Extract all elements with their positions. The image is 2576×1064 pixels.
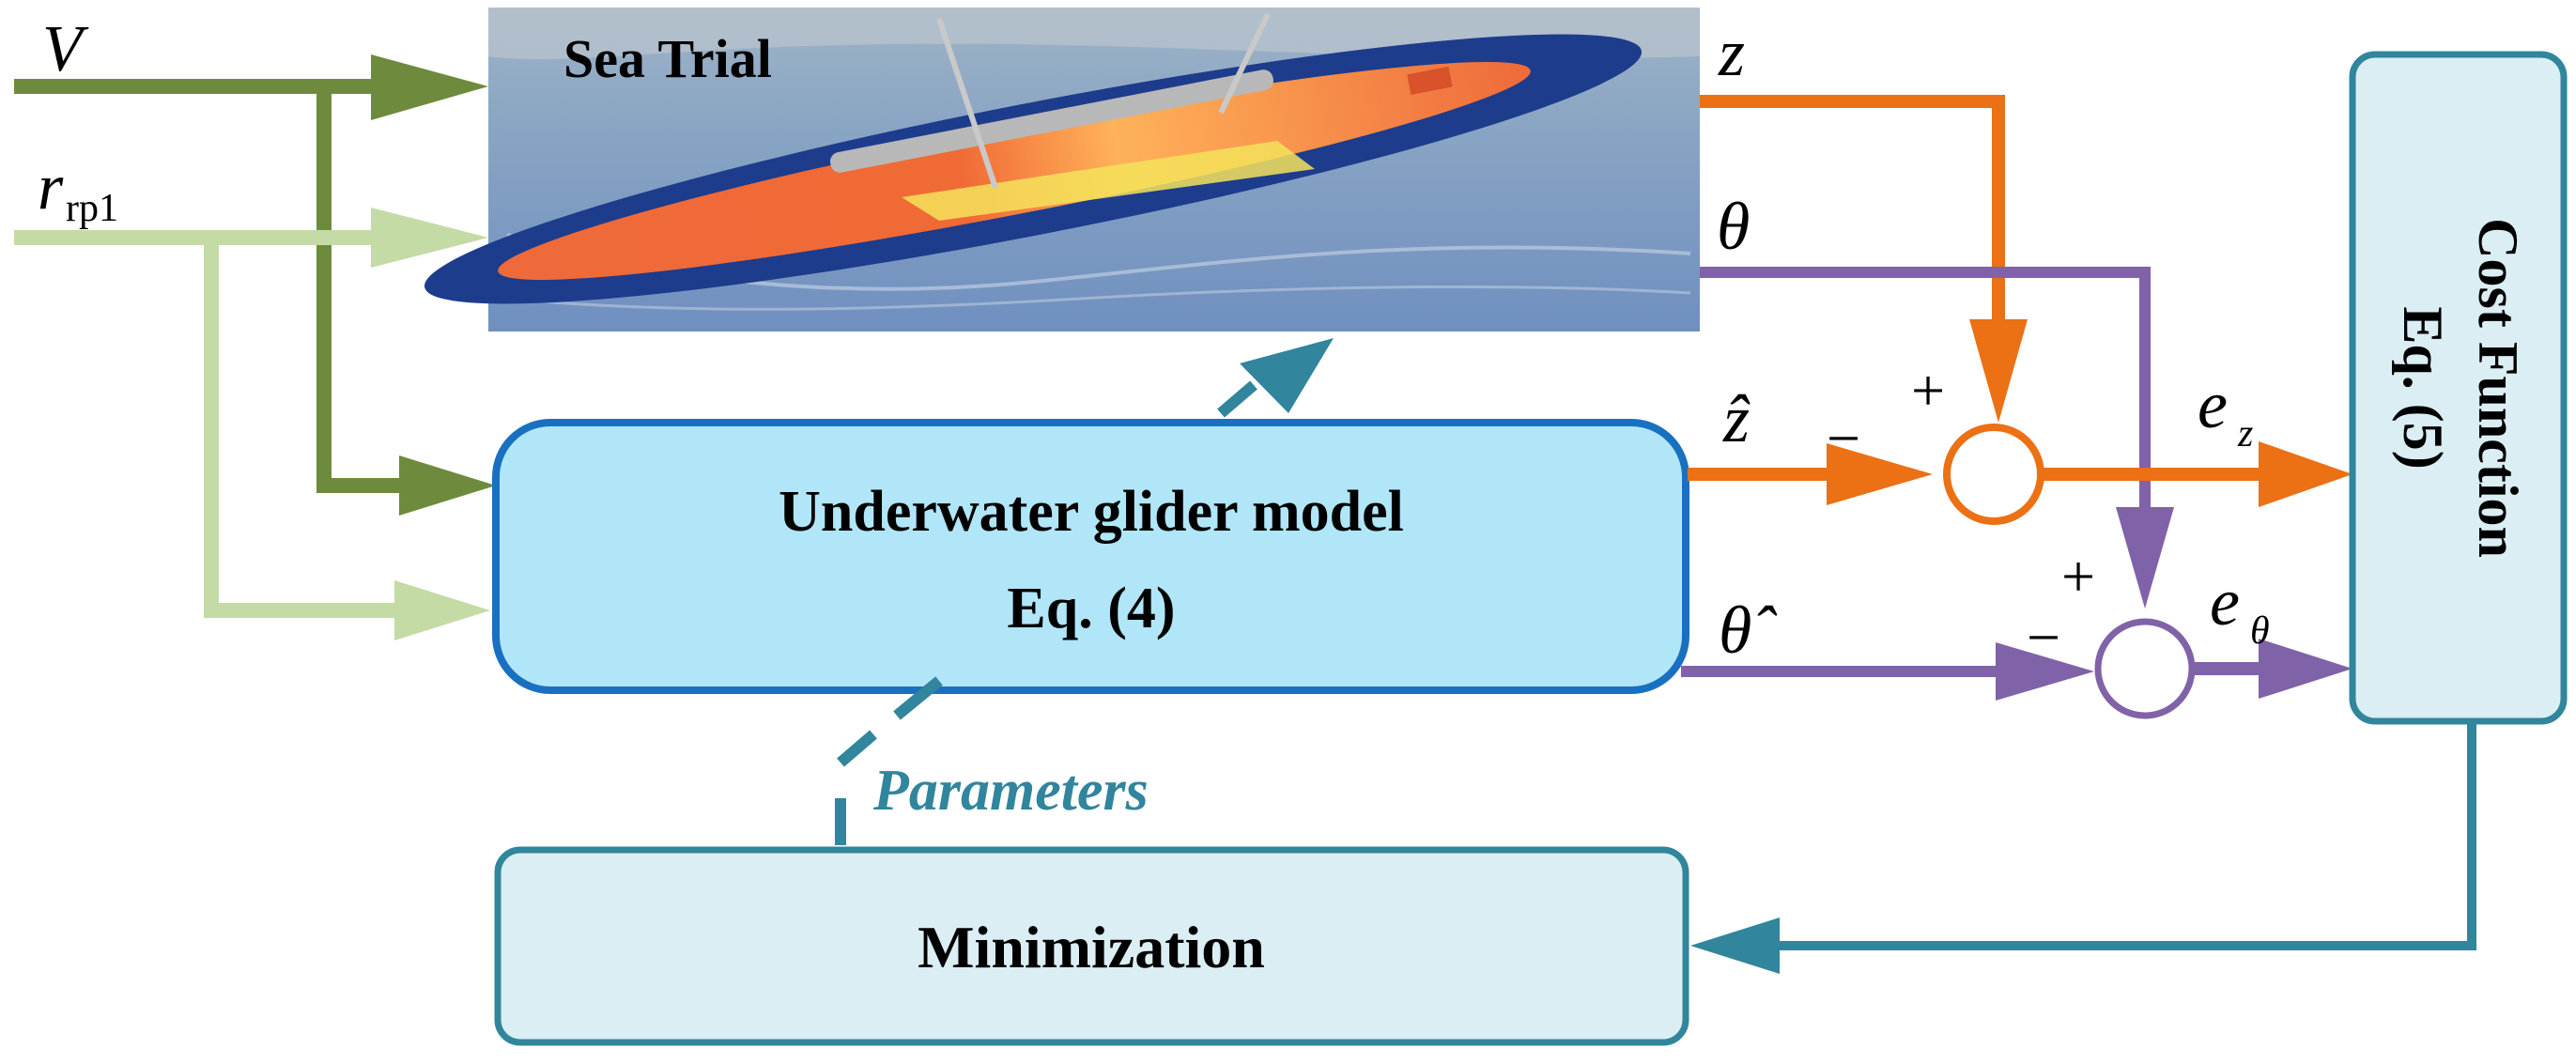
v-label: V (42, 13, 89, 85)
feedback-path (1690, 721, 2476, 974)
r-subscript: rp1 (66, 187, 118, 230)
theta-arrowhead (2116, 507, 2174, 609)
theta-plus-sign: + (2061, 543, 2095, 609)
v-to-model-arrowhead (399, 455, 496, 516)
glider-hull (498, 61, 1531, 281)
cost-function-block: Cost Function Eq. (5) (2349, 51, 2568, 725)
minimization-block: Minimization (494, 846, 1689, 1046)
v-to-sea-arrowhead (371, 54, 488, 120)
z-hat-arrowhead (1827, 443, 1933, 505)
theta-summing-junction (2094, 618, 2196, 719)
r-to-sea-arrowhead (371, 208, 488, 268)
parameters-dashed-link: Parameters (835, 338, 1334, 845)
theta-hat-label: θ̂ (1719, 593, 1777, 668)
z-summing-junction (1943, 424, 2044, 525)
z-measured-path: z (1700, 15, 2028, 423)
e-z-arrowhead (2259, 441, 2352, 507)
e-z-path: e z (2041, 367, 2352, 507)
z-hat-label: ẑ (1722, 381, 1751, 456)
sea-trial-label: Sea Trial (563, 28, 772, 89)
sea-trial-photo: Sea Trial (424, 8, 1700, 332)
e-theta-subscript: θ (2250, 609, 2270, 653)
e-theta-label: e (2210, 564, 2240, 640)
e-z-subscript: z (2237, 412, 2253, 455)
z-minus-sign: − (1827, 405, 1860, 471)
parameters-arrowhead (1240, 338, 1334, 413)
minimization-label: Minimization (918, 914, 1265, 980)
cost-function-title: Cost Function (2467, 218, 2529, 558)
z-arrowhead (1969, 319, 2028, 423)
feedback-arrowhead (1690, 918, 1780, 974)
theta-label: θ (1717, 189, 1750, 264)
v-input: V (14, 13, 496, 516)
model-equation: Eq. (4) (1007, 577, 1175, 640)
z-label: z (1718, 15, 1745, 90)
e-theta-path: e θ (2192, 564, 2352, 699)
z-plus-sign: + (1911, 357, 1945, 424)
z-hat-path: ẑ − + (1688, 357, 1945, 505)
e-theta-arrowhead (2259, 639, 2352, 699)
r-to-model-arrowhead (394, 580, 490, 640)
r-input: r rp1 (14, 151, 490, 640)
model-title: Underwater glider model (779, 480, 1404, 544)
cost-function-equation: Eq. (5) (2392, 306, 2454, 469)
e-z-label: e (2198, 367, 2228, 442)
parameters-label: Parameters (872, 759, 1149, 823)
theta-hat-path: θ̂ − + (1681, 543, 2095, 701)
glider-model-block: Underwater glider model Eq. (4) (492, 419, 1689, 694)
theta-hat-arrowhead (1996, 642, 2094, 701)
glider-frame (830, 69, 1273, 173)
r-label: r (38, 151, 64, 224)
theta-minus-sign: − (2027, 604, 2060, 671)
